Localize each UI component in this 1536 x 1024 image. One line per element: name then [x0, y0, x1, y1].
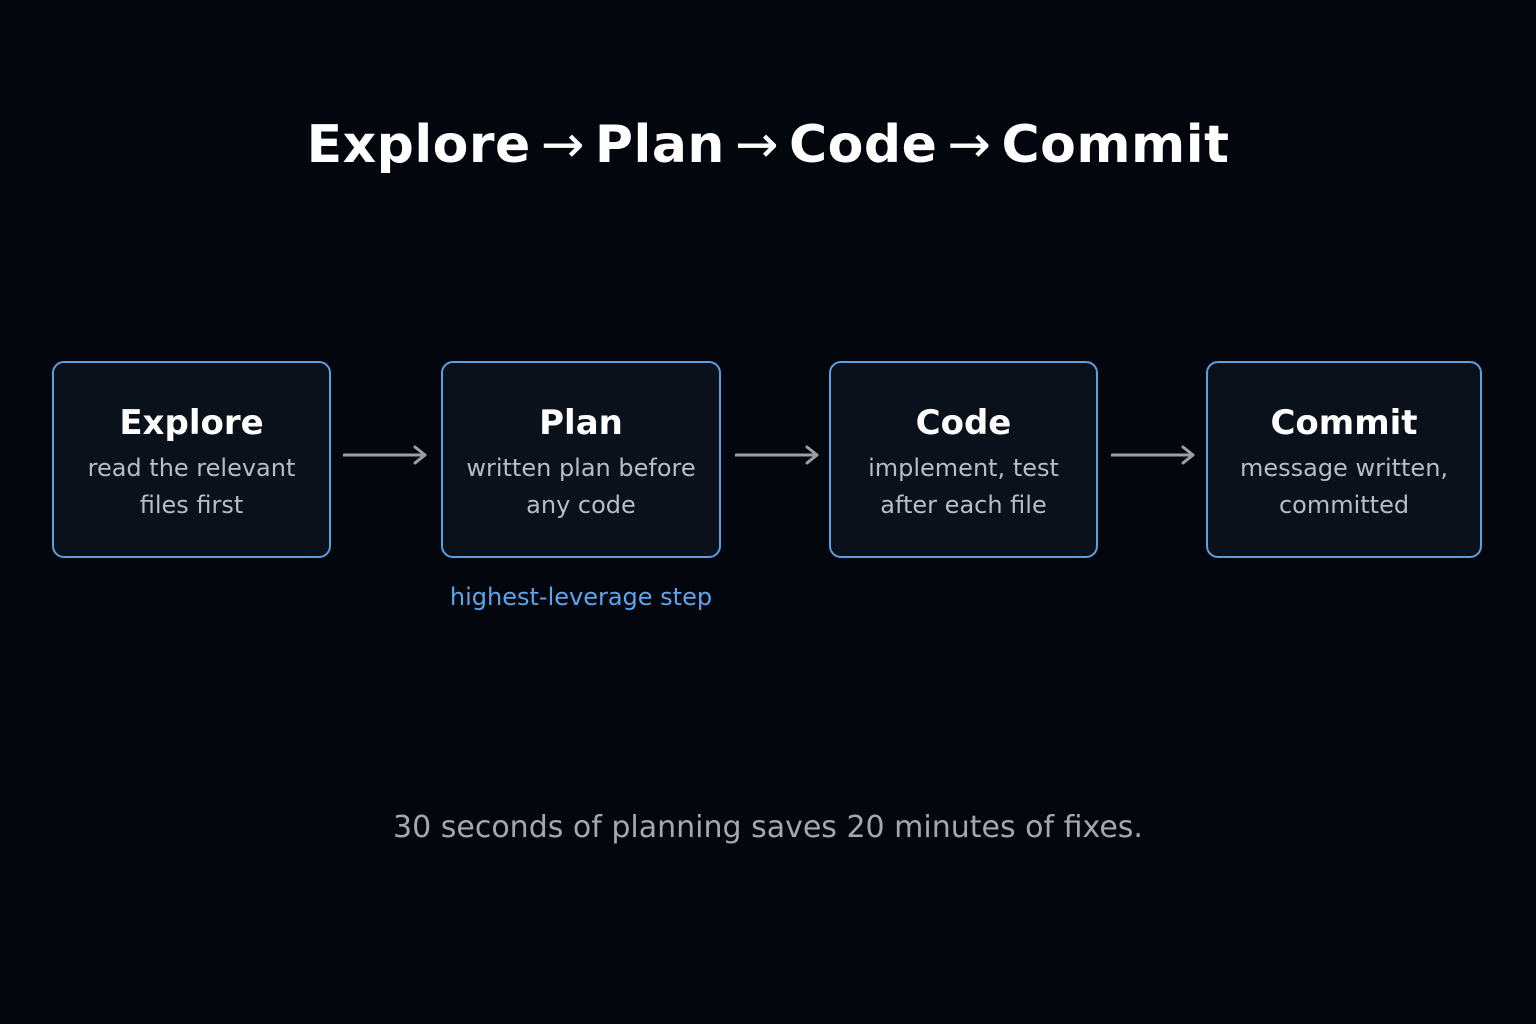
step-description: message written, committed	[1239, 453, 1449, 519]
title-step-explore: Explore	[306, 115, 531, 175]
step-description: read the relevant files first	[87, 453, 296, 519]
title-step-code: Code	[789, 115, 938, 175]
step-card-commit: Commit message written, committed	[1206, 361, 1482, 558]
step-title: Plan	[539, 403, 623, 443]
flow-arrow-plan-to-code	[735, 445, 819, 465]
step-card-explore: Explore read the relevant files first	[52, 361, 331, 558]
step-title: Code	[915, 403, 1012, 443]
tagline: 30 seconds of planning saves 20 minutes …	[393, 810, 1143, 845]
flow-arrow-explore-to-plan	[343, 445, 427, 465]
flow-arrow-code-to-commit	[1111, 445, 1195, 465]
title-arrow-2: →	[734, 115, 780, 175]
title-step-commit: Commit	[1001, 115, 1230, 175]
step-description: written plan before any code	[466, 453, 696, 519]
step-title: Commit	[1270, 403, 1418, 443]
title-step-plan: Plan	[594, 115, 725, 175]
highlight-note: highest-leverage step	[449, 583, 713, 611]
step-card-plan: Plan written plan before any code	[441, 361, 721, 558]
step-description: implement, test after each file	[868, 453, 1059, 519]
step-title: Explore	[119, 403, 264, 443]
title-arrow-3: →	[947, 115, 992, 175]
title-arrow-1: →	[540, 115, 585, 175]
page-title: Explore→Plan→Code→Commit	[0, 114, 1536, 176]
step-card-code: Code implement, test after each file	[829, 361, 1098, 558]
